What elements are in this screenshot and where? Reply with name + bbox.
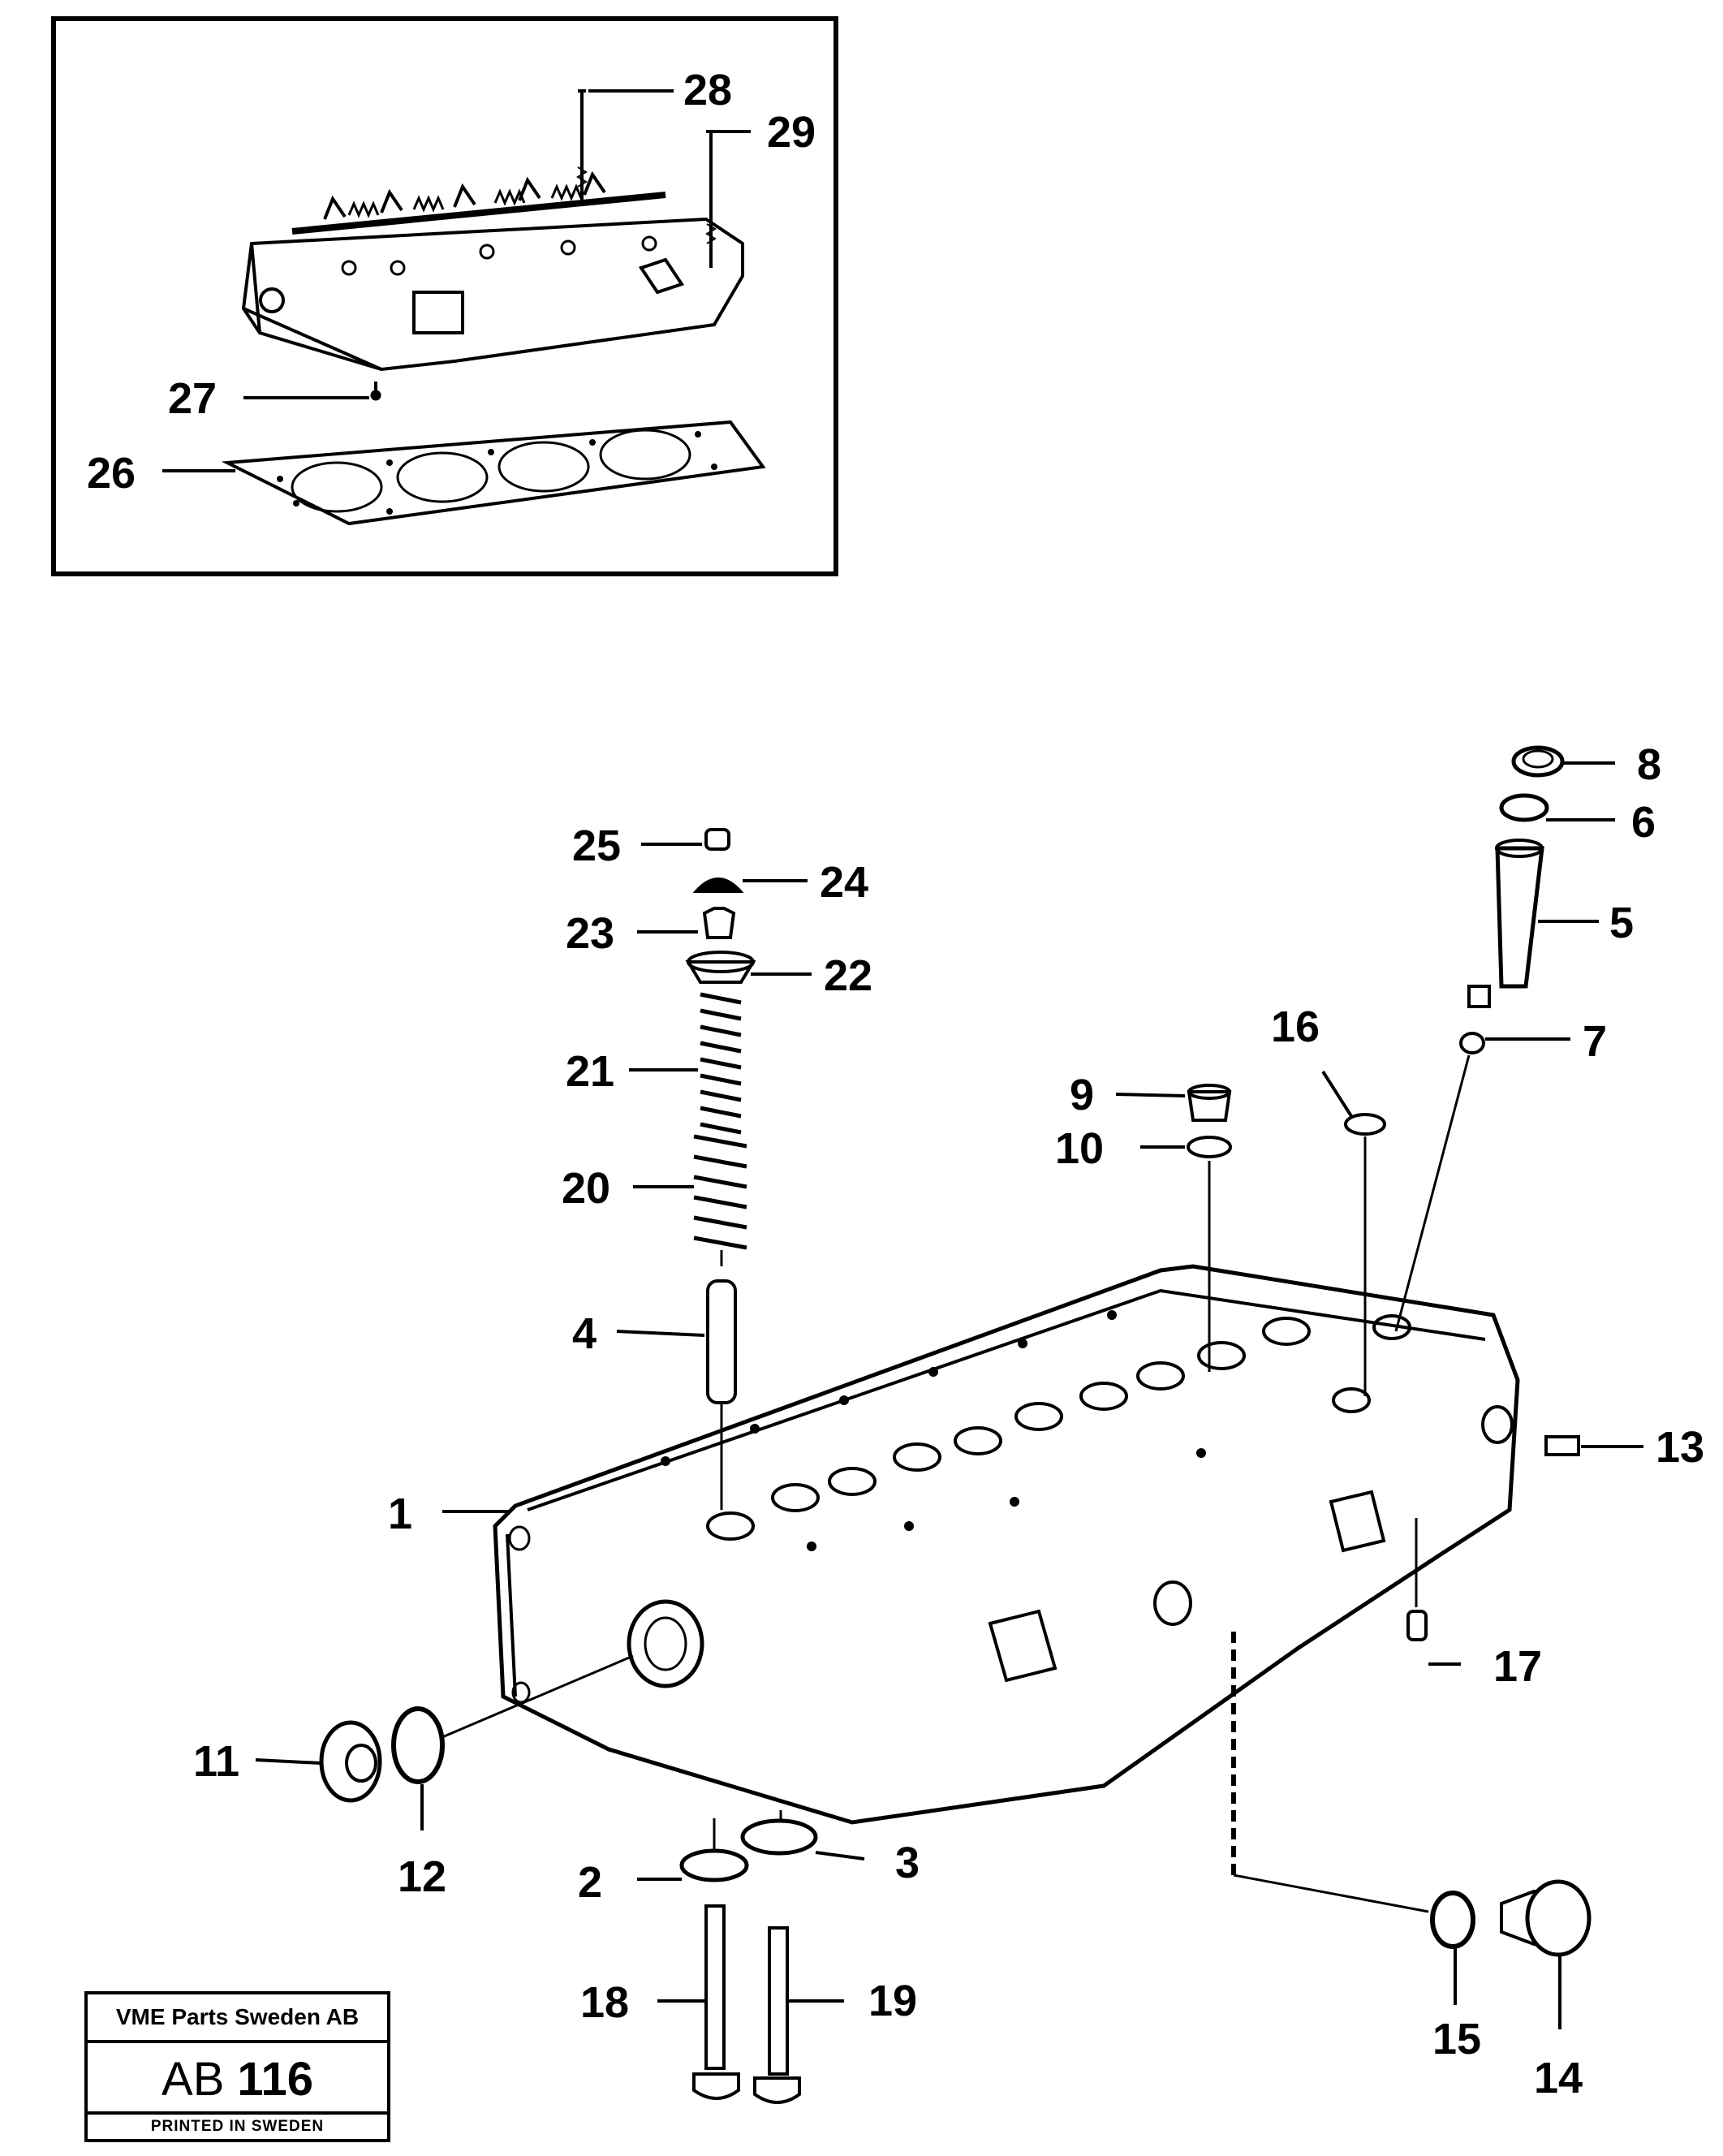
oil-plug-and-washer [1231, 1632, 1592, 1957]
callout-20: 20 [562, 1164, 611, 1213]
callout-21: 21 [566, 1047, 615, 1096]
callout-17: 17 [1493, 1642, 1543, 1691]
callout-29: 29 [767, 108, 816, 157]
front-plug-and-ring [319, 1654, 634, 1803]
callout-25: 25 [572, 821, 622, 870]
callout-18: 18 [580, 1978, 630, 2027]
callout-24: 24 [820, 858, 869, 907]
callout-27: 27 [168, 374, 218, 423]
callout-19: 19 [868, 1977, 918, 2025]
callout-1: 1 [388, 1490, 413, 1538]
stamp-printed: PRINTED IN SWEDEN [88, 2111, 387, 2139]
stamp-code-prefix: AB [162, 2052, 225, 2106]
callout-4: 4 [572, 1309, 597, 1358]
stamp-code: AB 116 [88, 2043, 387, 2115]
stamp-code-number: 116 [237, 2052, 313, 2106]
cylinder-head-body [493, 1264, 1520, 1825]
callout-3: 3 [895, 1839, 920, 1887]
valve-train-stack [685, 828, 756, 1510]
callout-10: 10 [1055, 1124, 1105, 1173]
callout-14: 14 [1534, 2054, 1583, 2102]
valve-seals-and-valves [679, 1810, 818, 2104]
parts-stamp: VME Parts Sweden AB AB 116 PRINTED IN SW… [84, 1991, 390, 2142]
callout-28: 28 [683, 66, 733, 114]
callout-2: 2 [578, 1858, 603, 1907]
plug-and-washers [1187, 1084, 1386, 1396]
callout-7: 7 [1583, 1017, 1608, 1066]
callout-6: 6 [1631, 798, 1656, 847]
inset-frame [51, 16, 838, 576]
callout-leaders [255, 761, 1643, 2029]
callout-23: 23 [566, 909, 615, 958]
callout-8: 8 [1637, 740, 1662, 789]
callout-9: 9 [1070, 1071, 1095, 1119]
stamp-company: VME Parts Sweden AB [88, 1994, 387, 2043]
callout-15: 15 [1432, 2015, 1482, 2063]
inset-head-gasket [221, 420, 766, 526]
callout-11: 11 [193, 1737, 240, 1786]
callout-13: 13 [1656, 1423, 1705, 1472]
callout-12: 12 [398, 1852, 447, 1901]
inset-cylinder-head-assembly [162, 89, 751, 472]
callout-5: 5 [1609, 899, 1635, 947]
callout-26: 26 [87, 449, 136, 498]
side-plugs [1406, 1435, 1580, 1641]
callout-16: 16 [1271, 1003, 1320, 1051]
callout-22: 22 [824, 951, 873, 1000]
